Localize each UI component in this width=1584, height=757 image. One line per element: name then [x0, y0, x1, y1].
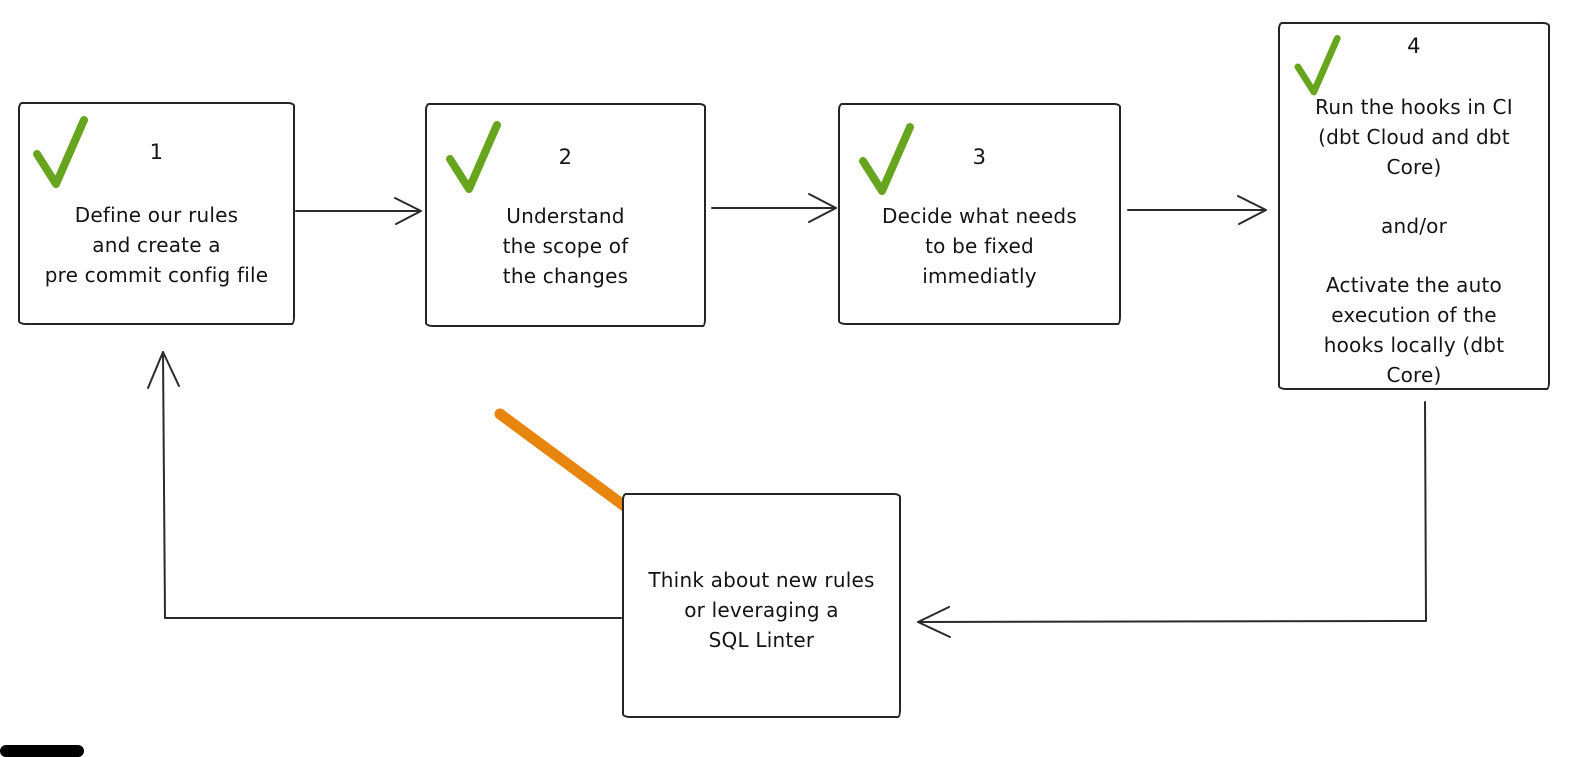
step-4-line: (dbt Cloud and dbt	[1318, 125, 1510, 149]
step-3-line: Decide what needs	[882, 204, 1077, 228]
step-2-line: Understand	[506, 204, 625, 228]
step-4-line: hooks locally (dbt	[1323, 333, 1505, 357]
step-1-line: and create a	[92, 233, 221, 257]
step-4-line: Core)	[1386, 155, 1442, 179]
step-3-line: to be fixed	[925, 234, 1034, 258]
loop-line: Think about new rules	[648, 568, 875, 592]
step-number: 2	[558, 145, 573, 169]
loop-line: SQL Linter	[708, 628, 815, 652]
step-4-line: and/or	[1380, 214, 1448, 238]
step-1-box[interactable]: 1 Define our rules and create a pre comm…	[18, 102, 295, 325]
step-4-line: Run the hooks in CI	[1315, 95, 1513, 119]
step-4-box[interactable]: 4 Run the hooks in CI (dbt Cloud and dbt…	[1278, 22, 1550, 390]
loop-think-box[interactable]: Think about new rules or leveraging a SQ…	[622, 493, 901, 718]
step-2-box[interactable]: 2 Understand the scope of the changes	[425, 103, 706, 327]
arrow-loop-to-step1[interactable]	[147, 351, 622, 619]
step-3-line: immediatly	[922, 264, 1037, 288]
step-4-line: Core)	[1386, 363, 1442, 387]
arrow-step4-to-loop[interactable]	[917, 401, 1427, 638]
step-2-line: the changes	[502, 264, 629, 288]
arrow-step3-to-step4[interactable]	[1127, 195, 1267, 225]
step-4-line: execution of the	[1331, 303, 1497, 327]
loop-line: or leveraging a	[684, 598, 839, 622]
step-number: 4	[1407, 34, 1421, 58]
step-1-line: pre commit config file	[44, 263, 269, 287]
step-2-line: the scope of	[502, 234, 629, 258]
step-4-line: Activate the auto	[1326, 273, 1502, 297]
arrow-step2-to-step3[interactable]	[711, 193, 837, 223]
arrow-step1-to-step2[interactable]	[295, 197, 422, 225]
step-3-box[interactable]: 3 Decide what needs to be fixed immediat…	[838, 103, 1121, 325]
step-1-line: Define our rules	[74, 203, 239, 227]
black-corner-bar	[0, 745, 84, 757]
step-number: 1	[149, 140, 164, 164]
step-number: 3	[972, 145, 987, 169]
